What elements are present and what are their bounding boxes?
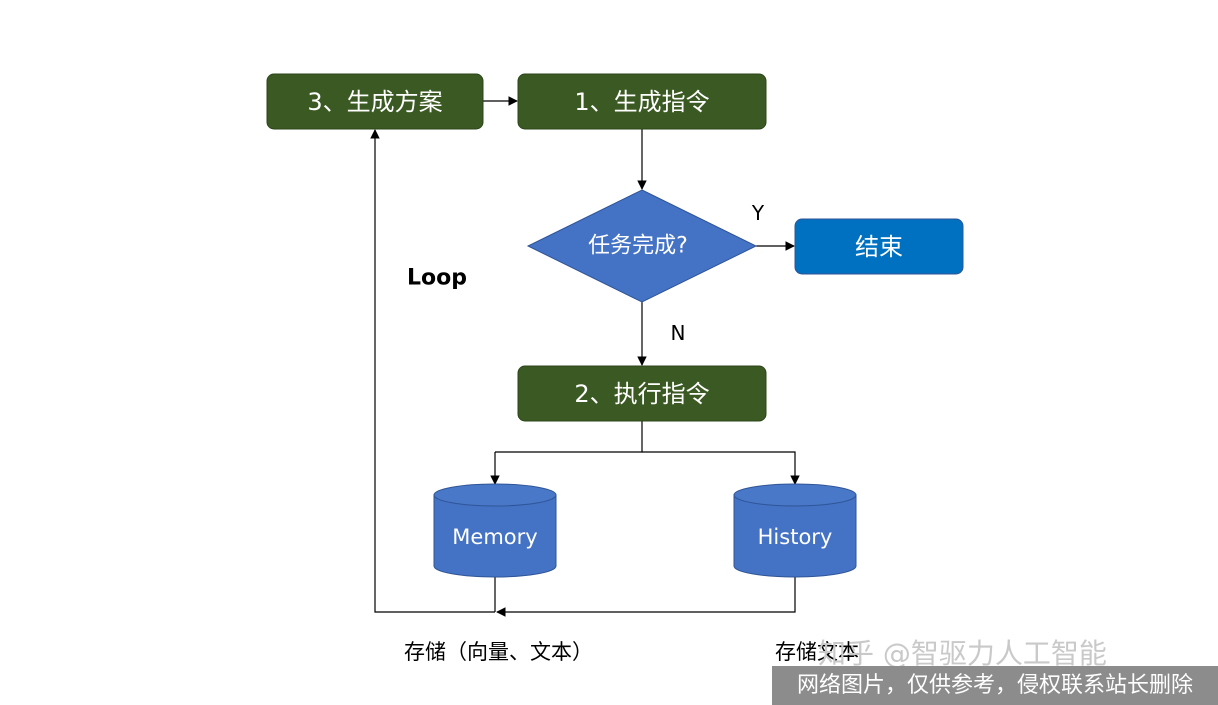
step3-node: 3、生成方案 [266, 73, 484, 130]
watermark-banner: 网络图片，仅供参考，侵权联系站长删除 [772, 666, 1218, 705]
connectors [370, 96, 800, 617]
history-return-line [496, 577, 796, 617]
no-label: N [671, 321, 686, 345]
loop-label: Loop [407, 266, 467, 291]
yes-label: Y [751, 201, 765, 225]
step2-label: 2、执行指令 [574, 380, 709, 408]
watermark-text: 知乎 @智驱力人工智能 [818, 637, 1107, 670]
end-label: 结束 [855, 233, 903, 261]
history-label: History [758, 525, 833, 549]
memory-caption: 存储（向量、文本） [404, 640, 593, 664]
memory-label: Memory [452, 525, 537, 549]
step3-label: 3、生成方案 [307, 88, 442, 116]
end-node: 结束 [794, 218, 964, 275]
step1-node: 1、生成指令 [517, 73, 767, 130]
step2-node: 2、执行指令 [517, 365, 767, 422]
step1-label: 1、生成指令 [574, 88, 709, 116]
arrow-to-history [642, 451, 800, 485]
loop-back-line [370, 129, 495, 613]
branch-step2-to-dbs [495, 421, 643, 453]
memory-database: Memory [433, 483, 557, 578]
decision-label: 任务完成? [588, 234, 688, 259]
decision-node: 任务完成? [526, 189, 758, 303]
history-caption: 存储文本 [775, 640, 859, 664]
history-database: History [733, 483, 857, 578]
